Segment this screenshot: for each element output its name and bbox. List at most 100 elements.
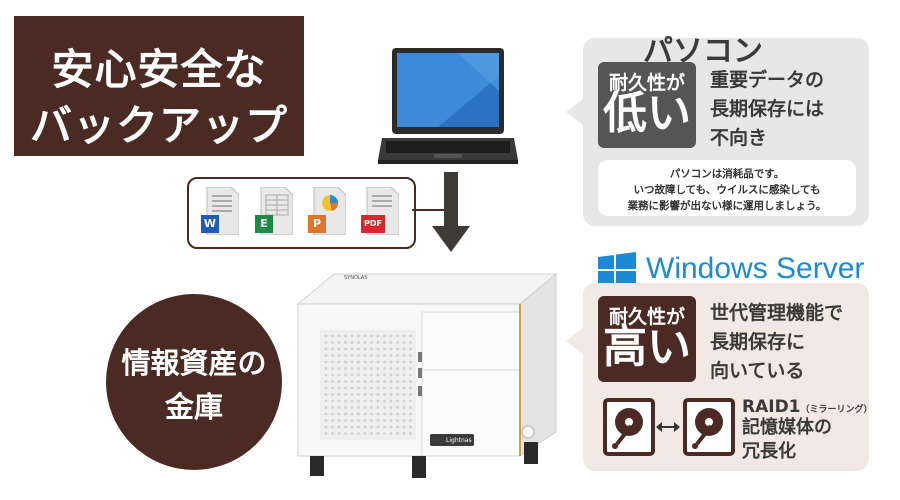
vent-hole	[409, 419, 412, 422]
vent-hole	[357, 406, 360, 409]
vent-hole	[370, 367, 373, 370]
vent-hole	[324, 347, 328, 351]
vent-hole	[331, 406, 334, 409]
vent-hole	[402, 360, 406, 364]
vent-hole	[402, 373, 406, 377]
vent-hole	[376, 419, 380, 422]
vent-hole	[376, 360, 380, 364]
vent-hole	[376, 386, 380, 390]
word-document-icon: W	[201, 186, 240, 236]
raid-desc-line: 記憶媒体の	[742, 417, 832, 438]
vent-hole	[324, 432, 328, 435]
vent-hole	[337, 406, 341, 409]
vent-hole	[402, 425, 406, 429]
vent-hole	[331, 380, 334, 383]
hard-disk-icon	[603, 398, 655, 456]
hard-disk-icon	[683, 398, 735, 456]
vent-hole	[331, 386, 334, 390]
vent-hole	[383, 347, 386, 351]
vent-hole	[389, 432, 393, 435]
vent-hole	[409, 354, 412, 357]
laptop-icon	[378, 48, 518, 164]
vent-hole	[331, 354, 334, 357]
vent-hole	[344, 380, 347, 383]
vent-hole	[389, 425, 393, 429]
vent-hole	[350, 399, 354, 403]
vent-hole	[389, 373, 393, 377]
server-durability-badge: 耐久性が 高い	[598, 296, 696, 382]
excel-label: E	[260, 217, 268, 230]
vent-hole	[363, 412, 367, 416]
vent-hole	[376, 406, 380, 409]
vent-hole	[396, 380, 399, 383]
vent-hole	[376, 354, 380, 357]
vent-hole	[350, 334, 354, 338]
vent-hole	[344, 354, 347, 357]
vent-hole	[409, 380, 412, 383]
vent-hole	[370, 334, 373, 338]
vent-hole	[396, 354, 399, 357]
vent-hole	[402, 347, 406, 351]
windows-server-brand: Windows Server	[646, 252, 865, 285]
vent-hole	[357, 425, 360, 429]
vent-hole	[376, 341, 380, 344]
vent-hole	[344, 360, 347, 364]
vent-hole	[376, 334, 380, 338]
vent-hole	[389, 360, 393, 364]
raid-description: 記憶媒体の 冗長化	[742, 416, 832, 464]
nas-server-icon	[296, 272, 558, 478]
pc-panel-pointer	[566, 98, 584, 126]
vent-hole	[324, 354, 328, 357]
vent-hole	[389, 341, 393, 344]
vent-hole	[376, 399, 380, 403]
vent-hole	[344, 386, 347, 390]
pc-description: 重要データの 長期保存には 不向き	[710, 66, 824, 153]
vent-hole	[363, 367, 367, 370]
vent-hole	[402, 367, 406, 370]
vent-hole	[331, 347, 334, 351]
vent-hole	[370, 432, 373, 435]
vent-hole	[402, 432, 406, 435]
vent-hole	[344, 399, 347, 403]
vent-hole	[337, 432, 341, 435]
vent-hole	[376, 380, 380, 383]
vent-hole	[337, 393, 341, 396]
server-description: 世代管理機能で 長期保存に 向いている	[710, 299, 843, 386]
vent-hole	[357, 412, 360, 416]
vent-hole	[396, 399, 399, 403]
vent-hole	[409, 341, 412, 344]
vent-hole	[324, 406, 328, 409]
vent-hole	[337, 412, 341, 416]
vent-hole	[350, 432, 354, 435]
vent-hole	[363, 380, 367, 383]
vent-hole	[389, 354, 393, 357]
vent-hole	[324, 419, 328, 422]
vent-hole	[357, 399, 360, 403]
vent-hole	[389, 419, 393, 422]
vent-hole	[383, 419, 386, 422]
vent-hole	[324, 399, 328, 403]
vent-hole	[337, 354, 341, 357]
vent-hole	[402, 419, 406, 422]
vent-hole	[376, 347, 380, 351]
vent-hole	[337, 425, 341, 429]
pc-desc-line: 不向き	[710, 127, 768, 149]
vent-hole	[389, 406, 393, 409]
vent-hole	[396, 373, 399, 377]
vent-hole	[396, 406, 399, 409]
vent-hole	[324, 334, 328, 338]
vent-hole	[370, 399, 373, 403]
vent-hole	[331, 393, 334, 396]
vent-hole	[402, 341, 406, 344]
vent-hole	[331, 334, 334, 338]
product-front-label: Lightnas	[446, 437, 472, 444]
vent-hole	[350, 347, 354, 351]
vent-hole	[389, 393, 393, 396]
vent-hole	[357, 360, 360, 364]
vent-hole	[337, 380, 341, 383]
vent-hole	[344, 334, 347, 338]
vent-hole	[363, 419, 367, 422]
vent-hole	[350, 380, 354, 383]
vent-hole	[363, 425, 367, 429]
vent-hole	[350, 406, 354, 409]
